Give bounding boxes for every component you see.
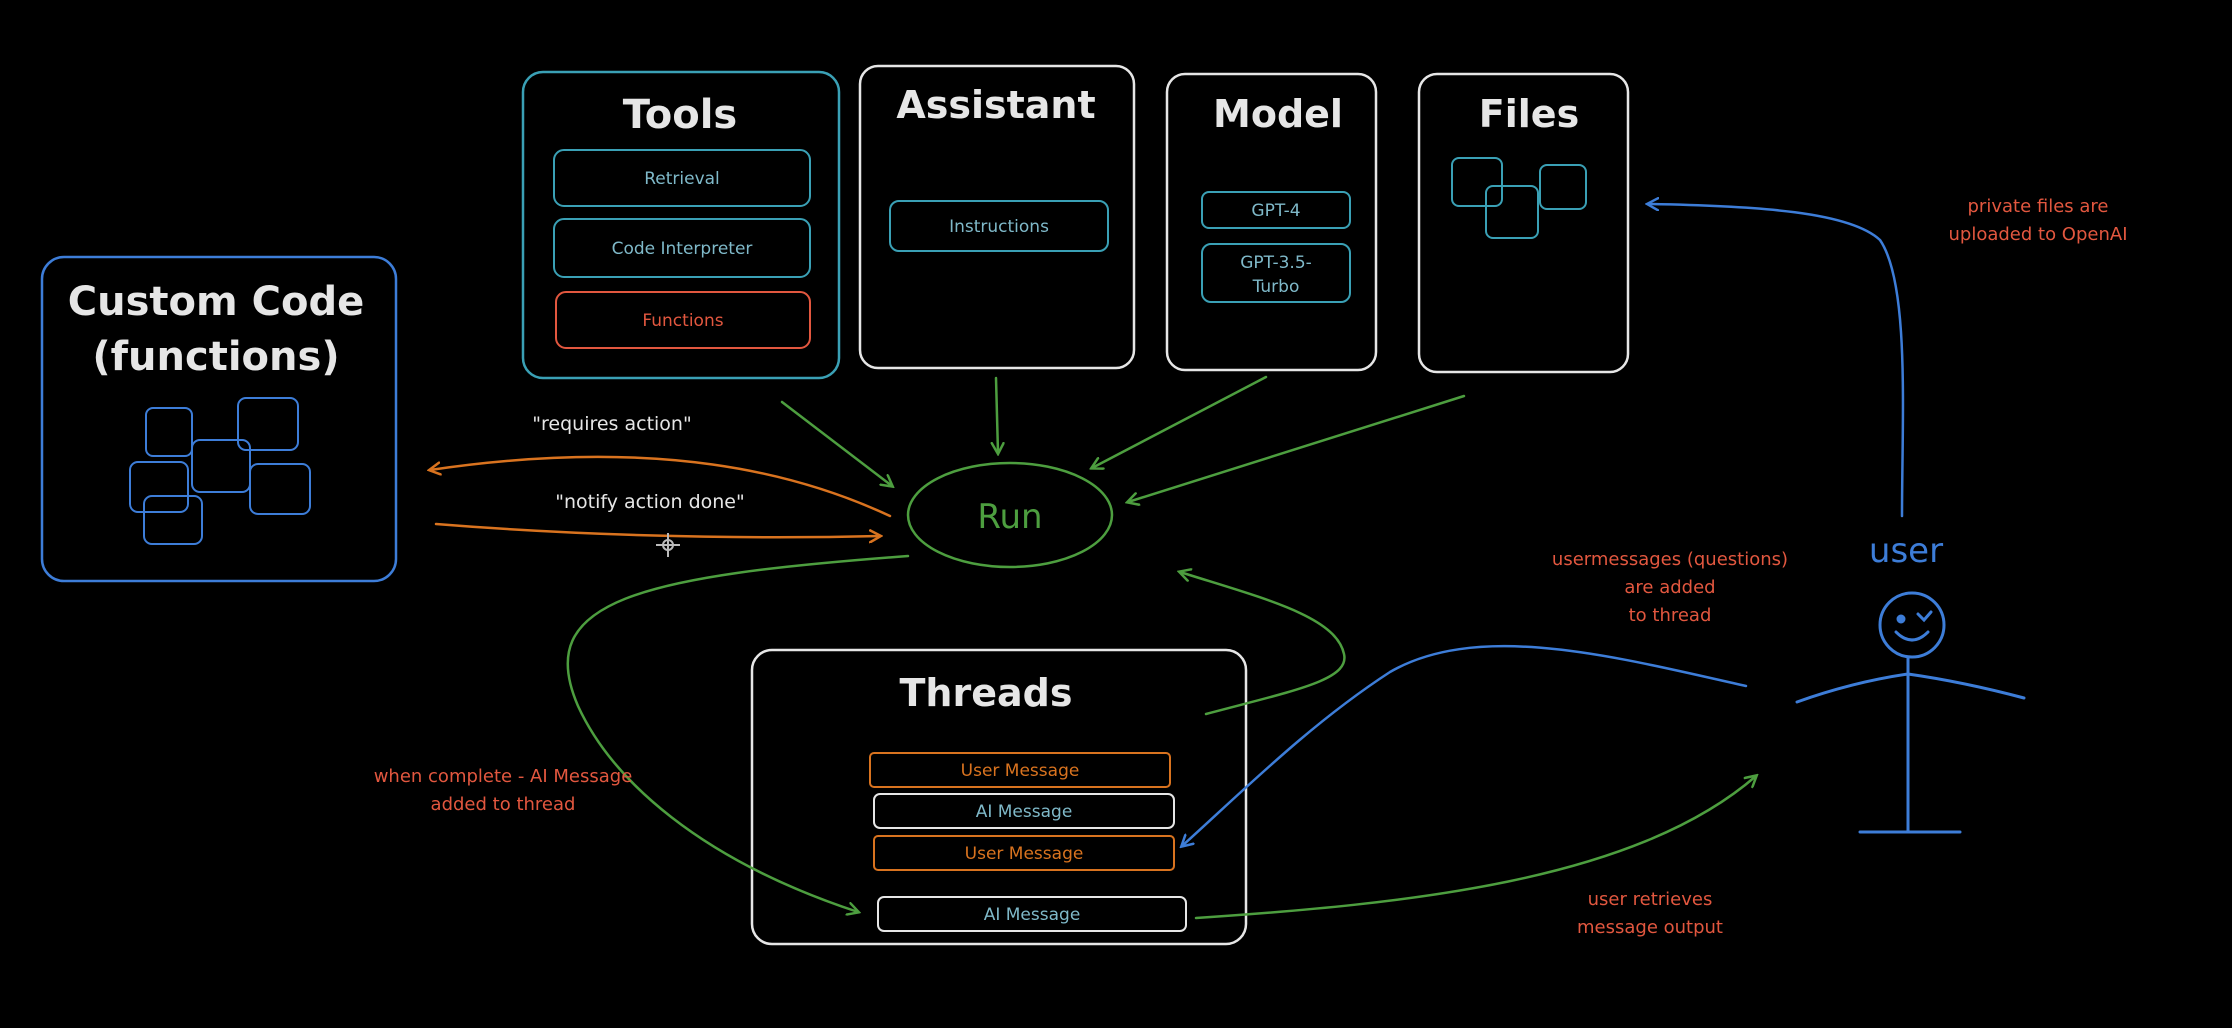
thread-message-label: User Message: [961, 761, 1080, 781]
tool-item-label: Retrieval: [644, 169, 720, 189]
svg-text:usermessages (questions): usermessages (questions): [1552, 549, 1788, 570]
assistant-item-label: Instructions: [949, 217, 1049, 237]
label-notify-action-done: "notify action done": [555, 491, 744, 513]
arrow-notify-action-done: [434, 522, 880, 537]
move-cursor-icon: [656, 533, 680, 557]
note-private-files: private files are uploaded to OpenAI: [1948, 196, 2127, 245]
arrow-user-to-files: [1648, 204, 1905, 518]
svg-text:message output: message output: [1577, 917, 1723, 938]
thread-message-label: AI Message: [984, 905, 1081, 925]
tool-item-functions: Functions: [555, 291, 811, 349]
label-requires-action: "requires action": [532, 413, 691, 435]
run-node: Run: [906, 461, 1114, 569]
thread-message-ai-2: AI Message: [877, 896, 1187, 932]
model-item-gpt-4: GPT-4: [1201, 191, 1351, 229]
custom-code-title-line1: Custom Code: [68, 279, 364, 325]
svg-text:are added: are added: [1624, 577, 1715, 598]
threads-box-frame: [750, 648, 1248, 946]
tool-item-code-interpreter: Code Interpreter: [553, 218, 811, 278]
svg-text:when complete - AI Message: when complete - AI Message: [374, 766, 633, 787]
custom-code-box: Custom Code (functions): [40, 255, 398, 583]
note-when-complete: when complete - AI Message added to thre…: [374, 766, 633, 815]
custom-code-title-line2: (functions): [92, 334, 339, 380]
arrow-user-to-thread: [1182, 644, 1748, 846]
svg-text:to thread: to thread: [1629, 605, 1712, 626]
flow-arrows-green: [566, 375, 1756, 920]
tools-box-title: Tools: [623, 92, 737, 138]
arrow-requires-action: [430, 455, 892, 518]
svg-text:added to thread: added to thread: [431, 794, 576, 815]
tool-item-label: Code Interpreter: [612, 239, 753, 259]
note-user-messages: usermessages (questions) are added to th…: [1552, 549, 1788, 626]
thread-message-user-2: User Message: [873, 835, 1175, 871]
model-box: Model GPT-4 GPT-3.5- Turbo: [1165, 72, 1378, 372]
run-label: Run: [977, 497, 1042, 537]
svg-text:uploaded to OpenAI: uploaded to OpenAI: [1948, 224, 2127, 245]
flow-arrows-orange: [430, 455, 892, 537]
model-box-title: Model: [1213, 92, 1343, 136]
threads-box: Threads User Message AI Message User Mes…: [750, 648, 1248, 946]
functions-icon: [129, 397, 311, 545]
user-figure: user: [1795, 531, 2026, 834]
svg-text:private files are: private files are: [1968, 196, 2109, 217]
files-box: Files: [1417, 72, 1630, 374]
tools-box-frame: [521, 70, 841, 380]
thread-message-user-1: User Message: [869, 752, 1171, 788]
arrow-thread-to-run: [1180, 572, 1346, 716]
files-box-title: Files: [1479, 92, 1579, 136]
tools-box: Tools Retrieval Code Interpreter Functio…: [521, 70, 841, 380]
assistant-box: Assistant Instructions: [858, 64, 1136, 370]
flow-arrows-blue: [1182, 204, 1905, 846]
assistant-item-instructions: Instructions: [889, 200, 1109, 252]
thread-message-label: User Message: [965, 844, 1084, 864]
model-box-frame: [1165, 72, 1378, 372]
user-stick-figure-icon: [1795, 591, 2026, 834]
files-icon: [1451, 157, 1587, 239]
arrow-files-to-run: [1128, 394, 1466, 502]
run-ellipse: [906, 461, 1114, 569]
custom-code-box-frame: [40, 255, 398, 583]
assistant-box-frame: [858, 64, 1136, 370]
arrow-tools-to-run: [780, 400, 892, 486]
model-item-label: Turbo: [1252, 277, 1300, 297]
model-item-label: GPT-4: [1251, 201, 1300, 221]
arrow-model-to-run: [1092, 375, 1268, 468]
threads-box-title: Threads: [900, 671, 1073, 715]
user-label: user: [1869, 531, 1943, 571]
svg-text:user retrieves: user retrieves: [1588, 889, 1713, 910]
tool-item-label: Functions: [642, 311, 723, 331]
note-user-retrieves: user retrieves message output: [1577, 889, 1723, 938]
tool-item-retrieval: Retrieval: [553, 149, 811, 207]
thread-message-label: AI Message: [976, 802, 1073, 822]
model-item-gpt-35-turbo: GPT-3.5- Turbo: [1201, 243, 1351, 303]
arrow-thread-to-user: [1194, 776, 1756, 920]
files-box-frame: [1417, 72, 1630, 374]
arrow-assistant-to-run: [996, 376, 998, 453]
model-item-label: GPT-3.5-: [1240, 253, 1312, 273]
assistant-box-title: Assistant: [896, 83, 1095, 127]
thread-message-ai-1: AI Message: [873, 793, 1175, 829]
arrow-run-to-thread: [566, 554, 910, 912]
